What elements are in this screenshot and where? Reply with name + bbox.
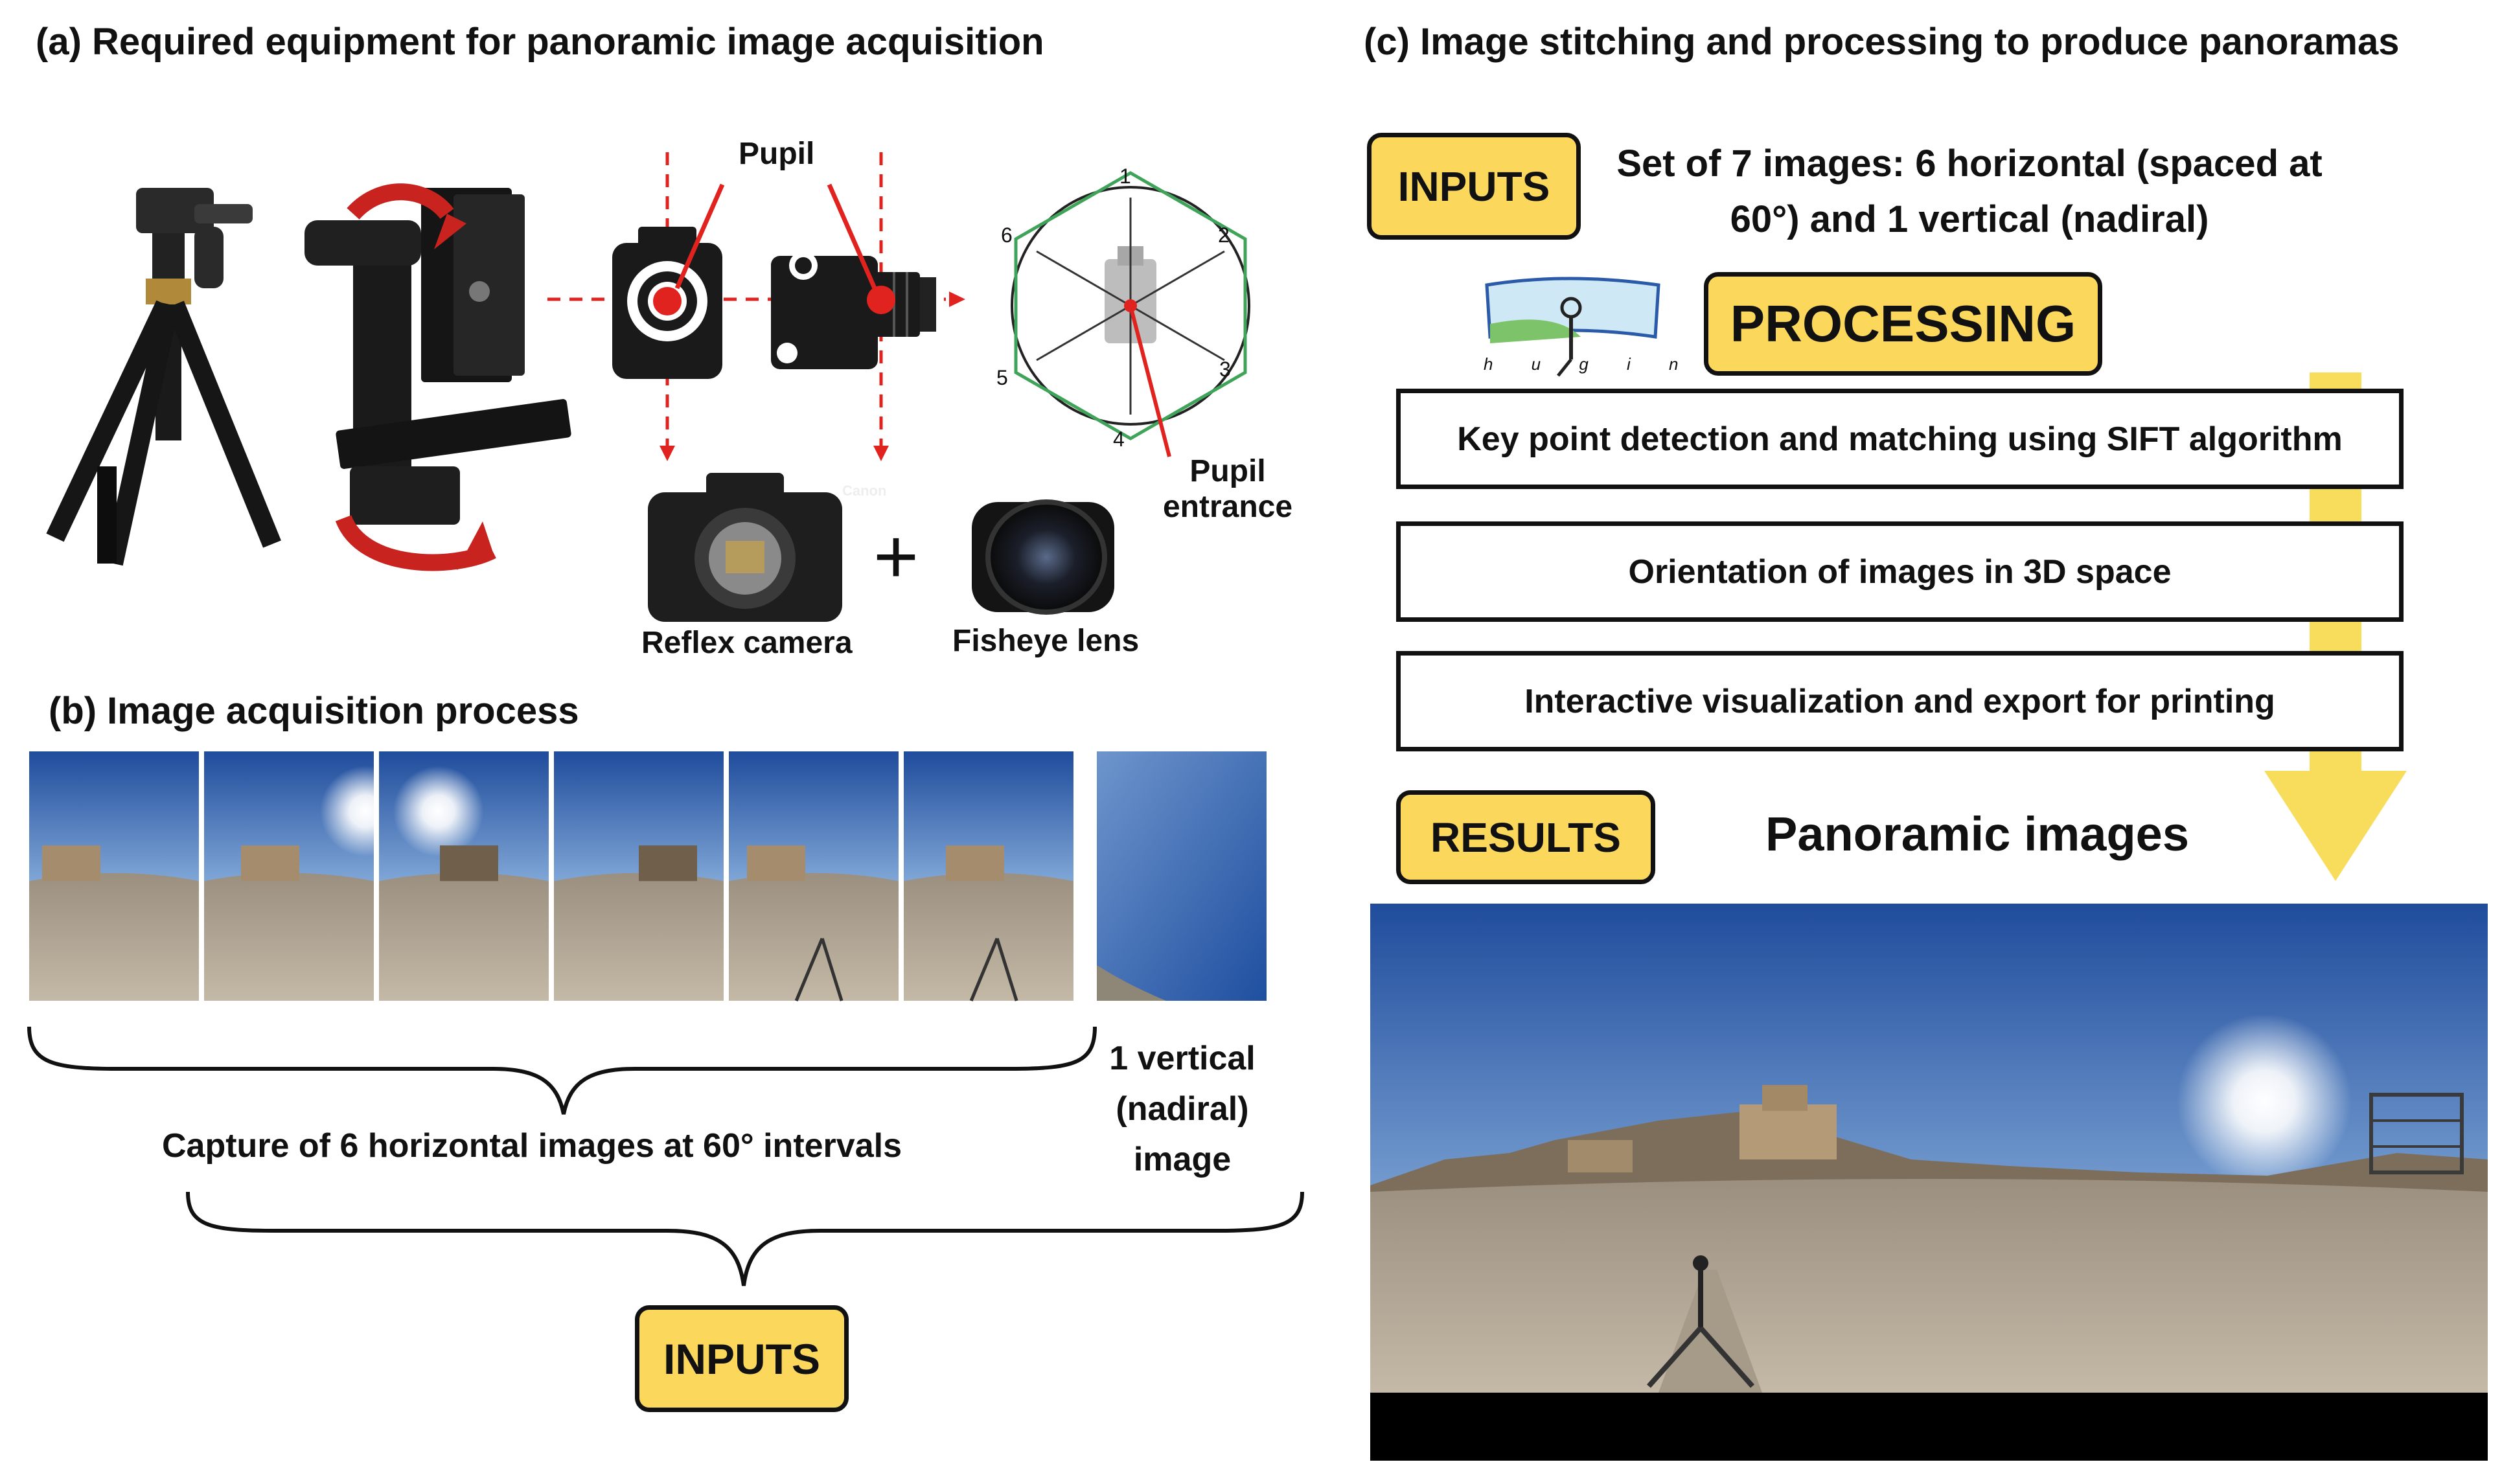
camera-front-view bbox=[612, 227, 722, 379]
vertical-caption-line1: 1 vertical bbox=[1109, 1040, 1256, 1077]
axis-arrow-down-right bbox=[873, 446, 889, 461]
pupil-entrance-line2: entrance bbox=[1162, 490, 1293, 525]
vertical-caption-line3: image bbox=[1133, 1141, 1232, 1178]
panorama-result-image bbox=[1370, 904, 2488, 1461]
results-label: RESULTS bbox=[1396, 790, 1655, 884]
nadiral-image bbox=[1097, 751, 1267, 1001]
hexagon-number-1: 1 bbox=[1119, 165, 1131, 188]
step-visualization-export: Interactive visualization and export for… bbox=[1396, 651, 2404, 751]
hexagon-number-2: 2 bbox=[1218, 223, 1230, 247]
inputs-label-b: INPUTS bbox=[635, 1305, 849, 1412]
panoramic-head-illustration bbox=[304, 183, 571, 571]
vertical-caption-line2: (nadiral) bbox=[1116, 1090, 1249, 1128]
fisheye-lens-photo bbox=[972, 499, 1114, 615]
pupil-pointer-top bbox=[827, 183, 877, 290]
brace-all-images bbox=[186, 1191, 1304, 1286]
hexagon-number-5: 5 bbox=[996, 366, 1008, 389]
horizontal-image-thumbnail bbox=[29, 751, 199, 1001]
horizontal-image-thumbnail bbox=[729, 751, 899, 1001]
brace-horizontal-images bbox=[27, 1026, 1097, 1115]
camera-top-view bbox=[771, 251, 936, 369]
horizontal-image-thumbnail bbox=[904, 751, 1073, 1001]
processing-label: PROCESSING bbox=[1704, 272, 2102, 376]
horizontal-image-strip bbox=[29, 751, 1073, 1001]
panel-b-title: (b) Image acquisition process bbox=[49, 690, 579, 732]
panel-c-title: (c) Image stitching and processing to pr… bbox=[1364, 21, 2400, 63]
horizontal-image-thumbnail bbox=[379, 751, 549, 1001]
inputs-description-line2: 60°) and 1 vertical (nadiral) bbox=[1730, 198, 2209, 240]
hugin-logo-text: h u g i n bbox=[1484, 354, 1695, 374]
pupil-pointer-front bbox=[674, 183, 725, 290]
fisheye-lens-label: Fisheye lens bbox=[952, 624, 1140, 658]
tripod-illustration bbox=[46, 188, 281, 566]
axis-arrow-down-left bbox=[660, 446, 675, 461]
pupil-entrance-label: Pupil entrance bbox=[1156, 453, 1299, 525]
step-image-orientation: Orientation of images in 3D space bbox=[1396, 521, 2404, 622]
inputs-description: Set of 7 images: 6 horizontal (spaced at… bbox=[1584, 136, 2355, 247]
step-keypoint-detection: Key point detection and matching using S… bbox=[1396, 389, 2404, 489]
inputs-description-line1: Set of 7 images: 6 horizontal (spaced at bbox=[1616, 143, 2323, 185]
panel-a-title: (a) Required equipment for panoramic ima… bbox=[36, 21, 1044, 63]
hugin-logo bbox=[1485, 277, 1660, 377]
reflex-camera-label: Reflex camera bbox=[641, 626, 853, 660]
axis-arrow-right bbox=[949, 291, 965, 307]
horizontal-image-thumbnail bbox=[554, 751, 724, 1001]
hexagon-number-3: 3 bbox=[1219, 358, 1231, 381]
camera-brand-text: Canon bbox=[842, 483, 887, 499]
results-description: Panoramic images bbox=[1765, 807, 2189, 861]
horizontal-images-caption: Capture of 6 horizontal images at 60° in… bbox=[162, 1127, 902, 1165]
pupil-label: Pupil bbox=[739, 137, 815, 171]
pupil-entrance-line1: Pupil bbox=[1189, 454, 1266, 488]
rotation-hexagon-diagram bbox=[1011, 171, 1250, 457]
vertical-image-caption: 1 vertical (nadiral) image bbox=[1088, 1033, 1276, 1185]
hexagon-number-6: 6 bbox=[1001, 223, 1013, 247]
reflex-camera-photo bbox=[648, 473, 842, 622]
hexagon-number-4: 4 bbox=[1113, 428, 1125, 451]
inputs-label-c: INPUTS bbox=[1367, 133, 1581, 240]
plus-sign: + bbox=[873, 513, 919, 600]
